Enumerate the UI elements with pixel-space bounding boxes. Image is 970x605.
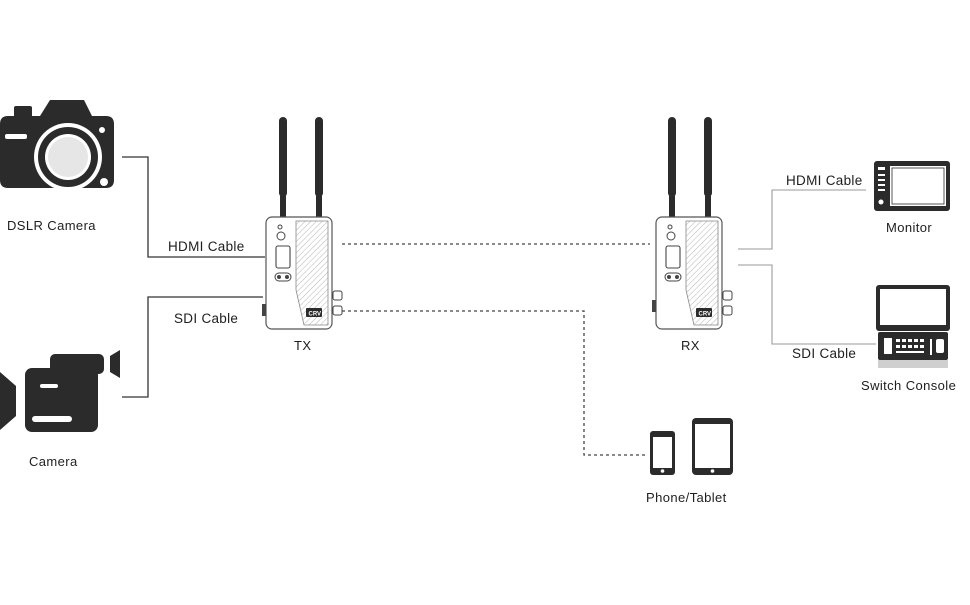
rx-hdmi-cable-label: HDMI Cable	[786, 173, 863, 188]
antenna-icon	[279, 117, 323, 218]
rx-label: RX	[681, 338, 700, 353]
switch-console-label: Switch Console	[861, 378, 956, 393]
switch-console-icon	[876, 285, 950, 368]
rx-hdmi-wire	[738, 189, 866, 250]
tx-badge: CRV	[309, 312, 322, 318]
tx-sdi-cable-label: SDI Cable	[174, 311, 238, 326]
tx-hdmi-cable-label: HDMI Cable	[168, 239, 245, 254]
rx-badge: CRV	[699, 312, 712, 318]
rx-unit: CRV	[652, 117, 733, 330]
dslr-camera-label: DSLR Camera	[7, 218, 96, 233]
antenna-icon	[668, 117, 712, 218]
monitor-icon	[874, 161, 950, 211]
tx-label: TX	[294, 338, 311, 353]
dslr-hdmi-wire	[122, 156, 265, 258]
tx-unit: CRV	[262, 117, 343, 330]
camera-label: Camera	[29, 454, 78, 469]
rx-sdi-cable-label: SDI Cable	[792, 346, 856, 361]
camera-sdi-wire	[122, 296, 263, 398]
tx-phone-wireless-link	[342, 310, 646, 456]
phone-tablet-label: Phone/Tablet	[646, 490, 727, 505]
wires	[122, 156, 876, 456]
video-camera-icon	[0, 350, 120, 432]
dslr-camera-icon	[0, 100, 114, 191]
rx-sdi-wire	[738, 264, 876, 345]
phone-icon	[650, 431, 675, 475]
monitor-label: Monitor	[886, 220, 932, 235]
tablet-icon	[692, 418, 733, 475]
